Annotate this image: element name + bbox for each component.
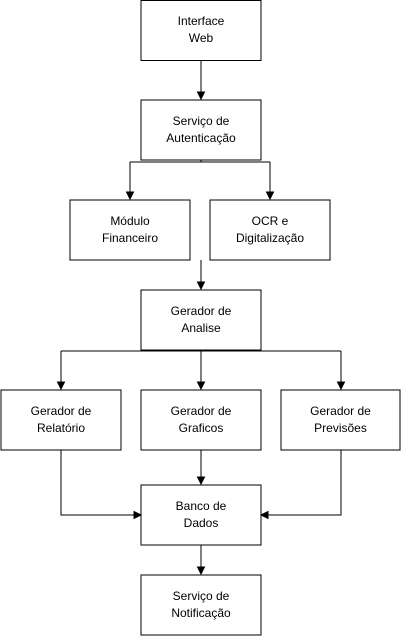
node-interface-web-line-2: Web bbox=[189, 31, 214, 45]
node-servico-autenticacao: Serviço de Autenticação bbox=[140, 99, 262, 161]
edge-gerador-previsoes-to-banco-dados bbox=[259, 450, 342, 520]
node-gerador-relatorio-line-1: Gerador de bbox=[31, 404, 92, 418]
node-banco-dados: Banco de Dados bbox=[140, 484, 262, 546]
edge-gerador-graficos-to-banco-dados bbox=[196, 450, 206, 486]
node-gerador-relatorio: Gerador de Relatório bbox=[0, 389, 122, 451]
node-gerador-previsoes: Gerador de Previsões bbox=[280, 389, 401, 451]
node-servico-notificacao-line-2: Notificação bbox=[171, 606, 231, 620]
node-gerador-analise: Gerador de Analise bbox=[140, 289, 262, 351]
node-banco-dados-line-1: Banco de bbox=[176, 499, 227, 513]
node-interface-web-line-1: Interface bbox=[178, 14, 225, 28]
node-gerador-previsoes-line-2: Previsões bbox=[314, 421, 367, 435]
node-ocr-digitalizacao-line-2: Digitalização bbox=[236, 231, 304, 245]
edge-gerador-analise-to-geradores bbox=[56, 350, 346, 391]
node-gerador-graficos-line-2: Graficos bbox=[179, 421, 224, 435]
node-ocr-digitalizacao: OCR e Digitalização bbox=[209, 199, 331, 261]
edge-modulos-to-gerador-analise bbox=[196, 260, 206, 291]
node-modulo-financeiro-line-1: Módulo bbox=[110, 214, 150, 228]
node-servico-notificacao: Serviço de Notificação bbox=[140, 574, 262, 636]
node-gerador-analise-line-2: Analise bbox=[181, 321, 221, 335]
node-servico-autenticacao-line-1: Serviço de bbox=[173, 114, 230, 128]
node-gerador-previsoes-line-1: Gerador de bbox=[310, 404, 371, 418]
edge-interface-web-to-servico-autenticacao bbox=[196, 60, 206, 101]
node-gerador-graficos-line-1: Gerador de bbox=[171, 404, 232, 418]
edge-gerador-relatorio-to-banco-dados bbox=[60, 450, 143, 520]
node-modulo-financeiro-line-2: Financeiro bbox=[102, 231, 158, 245]
node-gerador-graficos: Gerador de Graficos bbox=[140, 389, 262, 451]
edge-banco-dados-to-servico-notificacao bbox=[196, 545, 206, 576]
node-banco-dados-line-2: Dados bbox=[184, 516, 219, 530]
edge-servico-autenticacao-to-modulos bbox=[125, 160, 275, 201]
node-ocr-digitalizacao-line-1: OCR e bbox=[252, 214, 289, 228]
node-modulo-financeiro: Módulo Financeiro bbox=[69, 199, 191, 261]
node-interface-web: Interface Web bbox=[140, 0, 262, 61]
edges bbox=[56, 60, 346, 576]
node-servico-autenticacao-line-2: Autenticação bbox=[166, 131, 236, 145]
node-gerador-analise-line-1: Gerador de bbox=[171, 304, 232, 318]
node-servico-notificacao-line-1: Serviço de bbox=[173, 589, 230, 603]
node-gerador-relatorio-line-2: Relatório bbox=[37, 421, 85, 435]
